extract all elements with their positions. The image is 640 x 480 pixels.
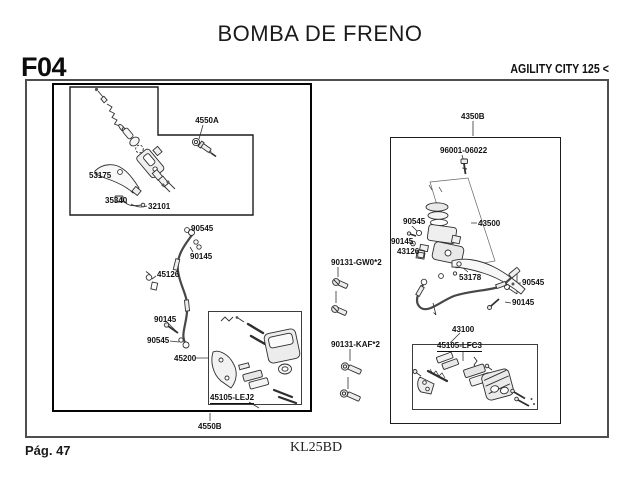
front-brake-diagram-box bbox=[52, 83, 312, 412]
fastener-bolts bbox=[331, 278, 362, 402]
rear-caliper-box bbox=[412, 344, 538, 410]
part-label-53175: 53175 bbox=[89, 171, 112, 180]
bolt-icon bbox=[339, 389, 361, 402]
rear-master-cylinder-drawing bbox=[406, 158, 526, 316]
part-label-90145-r-upper: 90145 bbox=[391, 237, 414, 246]
model-name: AGILITY CITY 125 < bbox=[510, 62, 609, 76]
banjo-bolt-4550a-drawing bbox=[191, 137, 217, 158]
part-label-45105-lfc3: 45105-LFC3 bbox=[437, 341, 482, 352]
rear-caliper-drawing bbox=[412, 351, 535, 407]
bolt-icon bbox=[331, 305, 348, 316]
switch-wire-drawing bbox=[122, 199, 142, 207]
part-label-45200: 45200 bbox=[174, 354, 197, 363]
master-cylinder-inset-outline bbox=[69, 86, 254, 216]
part-label-43100: 43100 bbox=[452, 325, 475, 334]
part-label-90545-r-upper: 90545 bbox=[403, 217, 426, 226]
part-label-4350b: 4350B bbox=[461, 112, 485, 121]
page-frame bbox=[25, 79, 609, 438]
front-caliper-drawing bbox=[211, 316, 301, 405]
part-label-43500: 43500 bbox=[478, 219, 501, 228]
bolt-icon bbox=[340, 362, 362, 375]
part-label-90145-lower: 90145 bbox=[154, 315, 177, 324]
front-master-cylinder-exploded-drawing bbox=[94, 87, 176, 208]
part-label-45105-lej2: 45105-LEJ2 bbox=[210, 393, 255, 404]
part-label-53178: 53178 bbox=[459, 273, 482, 282]
part-label-32101: 32101 bbox=[148, 202, 171, 211]
section-code: F04 bbox=[21, 52, 67, 82]
part-label-90131-kaf: 90131-KAF*2 bbox=[331, 340, 380, 349]
part-label-90545-lower: 90545 bbox=[147, 336, 170, 345]
part-label-4550b: 4550B bbox=[198, 422, 222, 431]
rear-brake-hose-drawing bbox=[415, 267, 521, 311]
front-brake-hose-drawing bbox=[145, 227, 202, 349]
part-label-45126: 45126 bbox=[157, 270, 180, 279]
document-code: KL25BD bbox=[290, 440, 343, 455]
page-title: BOMBA DE FRENO bbox=[217, 21, 423, 46]
part-label-90131-gw0: 90131-GW0*2 bbox=[331, 258, 382, 267]
part-label-90145-r-lower: 90145 bbox=[512, 298, 535, 307]
rear-brake-diagram-box bbox=[390, 137, 561, 424]
part-label-90545-upper: 90545 bbox=[191, 224, 214, 233]
part-label-90545-r-lower: 90545 bbox=[522, 278, 545, 287]
page-number: Pág. 47 bbox=[25, 443, 71, 458]
part-label-35340: 35340 bbox=[105, 196, 128, 205]
bolt-icon bbox=[332, 278, 349, 289]
rear-brake-lever-drawing bbox=[451, 258, 526, 295]
part-label-4550a: 4550A bbox=[195, 116, 219, 125]
stop-switch-drawing bbox=[114, 195, 124, 203]
front-caliper-box bbox=[208, 311, 302, 405]
part-label-96001-06022: 96001-06022 bbox=[440, 146, 488, 155]
part-label-90145-upper: 90145 bbox=[190, 252, 213, 261]
part-label-43126: 43126 bbox=[397, 247, 420, 256]
